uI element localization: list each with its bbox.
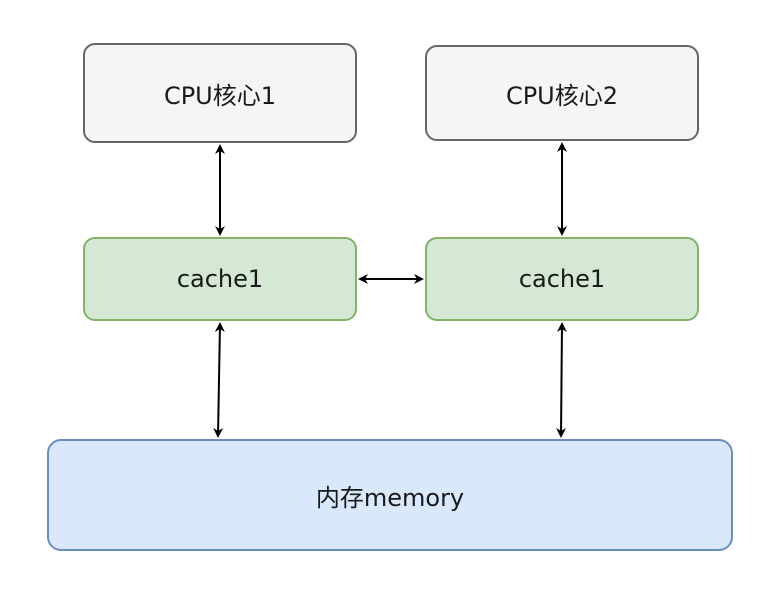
cache-left-label: cache1: [176, 265, 264, 293]
cpu-core-2-box: CPU核心2: [425, 45, 699, 141]
cpu-core-1-label: CPU核心1: [163, 81, 277, 110]
cache-right-box: cache1: [425, 237, 699, 321]
cache-right-label: cache1: [518, 265, 606, 293]
memory-label: 内存memory: [315, 483, 465, 512]
arrow-cache-left-memory: [213, 322, 225, 438]
memory-box: 内存memory: [47, 439, 733, 551]
arrow-cache-right-memory: [556, 322, 567, 438]
cache-left-box: cache1: [83, 237, 357, 321]
cpu-core-1-box: CPU核心1: [83, 43, 357, 143]
cpu-core-2-label: CPU核心2: [505, 81, 619, 110]
